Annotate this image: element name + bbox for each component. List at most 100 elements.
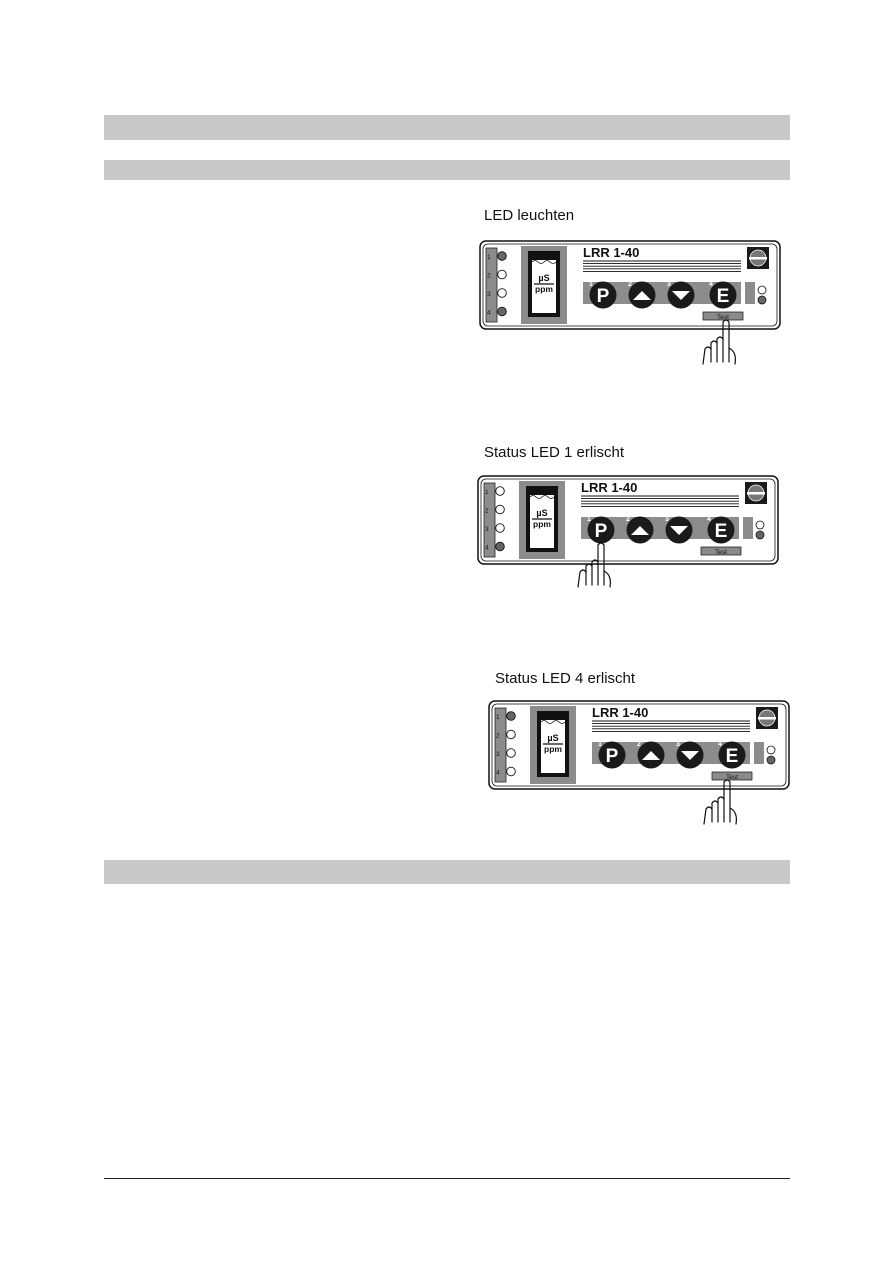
led-number-label: 2 [485, 508, 489, 515]
right-led-strip [754, 742, 764, 764]
hand-finger-2 [716, 336, 724, 363]
vessel-fluid [541, 720, 565, 773]
unit-label-bottom: ppm [533, 519, 551, 529]
led-number-label: 1 [487, 254, 491, 261]
hand-thumb [728, 347, 736, 365]
key-number-label: 2 [637, 741, 641, 748]
key-p-label: P [606, 746, 619, 767]
test-label-box [702, 311, 744, 321]
right-led-1 [755, 520, 765, 530]
right-led-strip [743, 517, 753, 539]
status-led-1 [495, 486, 505, 496]
key-button-1 [589, 281, 617, 309]
fluid-surface-wave [529, 495, 555, 499]
unit-label-top: µS [547, 733, 558, 743]
test-label: Test [726, 774, 738, 781]
manufacturer-logo-band [749, 257, 767, 260]
hand-finger-3 [711, 800, 719, 823]
led-strip [483, 482, 496, 558]
status-led-3 [495, 523, 505, 533]
down-arrow-icon [670, 526, 688, 535]
section-header-bar-1 [104, 115, 790, 140]
key-number-label: 1 [587, 516, 591, 523]
key-number-label: 2 [628, 281, 632, 288]
led-number-label: 3 [485, 526, 489, 533]
led-number-label: 2 [496, 733, 500, 740]
hand-index-finger [723, 779, 731, 823]
key-e-label: E [726, 746, 739, 767]
pointing-hand-icon [703, 779, 737, 825]
up-arrow-icon [642, 751, 660, 760]
status-led-3 [506, 748, 516, 758]
led-number-label: 2 [487, 273, 491, 280]
key-button-1 [598, 741, 626, 769]
hand-finger-4 [702, 346, 712, 365]
down-arrow-icon [672, 291, 690, 300]
led-number-label: 4 [496, 770, 500, 777]
unit-label-top: µS [538, 273, 549, 283]
panel-inner-frame [482, 243, 778, 327]
test-label: Test [717, 314, 729, 321]
status-led-4 [495, 541, 505, 552]
status-led-1 [497, 251, 507, 261]
status-led-4 [497, 306, 507, 317]
right-led-2 [755, 530, 765, 540]
key-button-4 [707, 516, 735, 544]
hand-finger-3 [710, 340, 718, 363]
key-number-label: 3 [667, 281, 671, 288]
led-number-label: 3 [487, 291, 491, 298]
hand-finger-2 [717, 796, 725, 823]
unit-label-top: µS [536, 508, 547, 518]
key-number-label: 3 [665, 516, 669, 523]
hand-finger-3 [585, 563, 593, 586]
right-led-2 [766, 755, 776, 765]
caption-status-led-1: Status LED 1 erlischt [484, 444, 625, 461]
vessel-fluid [530, 495, 554, 548]
key-number-label: 3 [676, 741, 680, 748]
manufacturer-logo-band [758, 717, 776, 720]
right-led-2 [757, 295, 767, 305]
led-strip [494, 707, 507, 783]
test-label-box [700, 546, 742, 556]
led-strip [485, 247, 498, 323]
led-number-label: 4 [485, 545, 489, 552]
unit-label-bottom: ppm [535, 284, 553, 294]
key-e-label: E [715, 521, 728, 542]
key-strip [592, 742, 750, 764]
key-p-label: P [595, 521, 608, 542]
fluid-surface-wave [531, 260, 557, 264]
key-number-label: 4 [718, 741, 722, 748]
hand-thumb [729, 807, 737, 825]
key-p-label: P [597, 286, 610, 307]
status-led-2 [506, 729, 516, 740]
manufacturer-logo-band [747, 492, 765, 495]
status-led-4 [506, 766, 516, 777]
status-led-3 [497, 288, 507, 298]
status-led-2 [495, 504, 505, 515]
pointing-hand-icon [577, 542, 611, 588]
key-button-1 [587, 516, 615, 544]
led-number-label: 1 [485, 489, 489, 496]
panel-inner-frame [480, 478, 776, 562]
key-number-label: 2 [626, 516, 630, 523]
fluid-surface-wave [540, 720, 566, 724]
key-strip [583, 282, 741, 304]
up-arrow-icon [631, 526, 649, 535]
model-label: LRR 1-40 [581, 480, 637, 495]
hand-index-finger [722, 319, 730, 363]
led-number-label: 3 [496, 751, 500, 758]
right-led-1 [766, 745, 776, 755]
unit-label-bottom: ppm [544, 744, 562, 754]
up-arrow-icon [633, 291, 651, 300]
key-number-label: 1 [589, 281, 593, 288]
right-led-1 [757, 285, 767, 295]
right-led-strip [745, 282, 755, 304]
hand-finger-4 [703, 806, 713, 825]
panel-inner-frame [491, 703, 787, 787]
hand-index-finger [597, 542, 605, 586]
led-number-label: 1 [496, 714, 500, 721]
key-e-label: E [717, 286, 730, 307]
